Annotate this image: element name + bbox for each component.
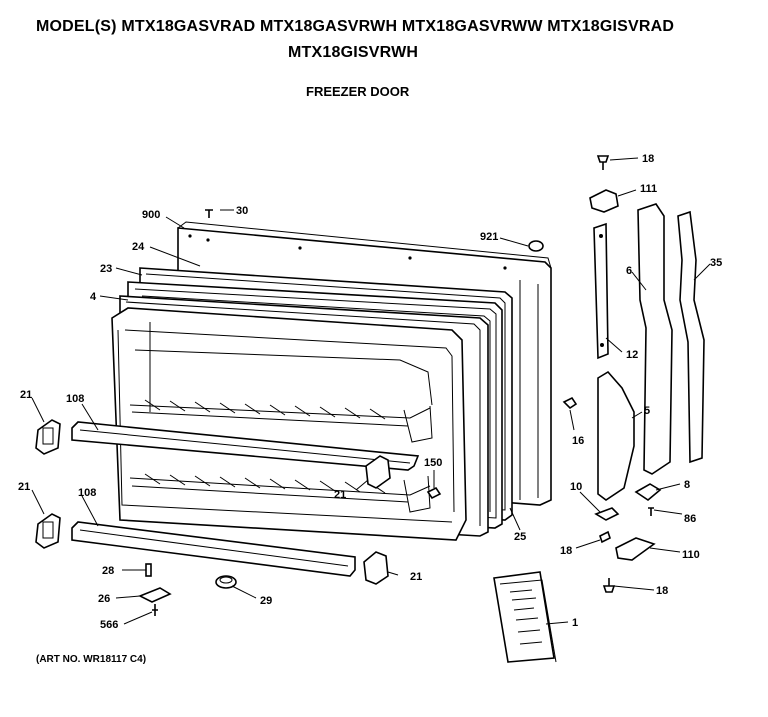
callout-6: 6: [626, 265, 632, 277]
callout-21-mid: 21: [334, 489, 346, 501]
screw-18-top: [596, 155, 610, 170]
callout-labels: 900 30 24 23 4 921 18 111 6 35 12 16 5 2…: [18, 153, 722, 631]
shelf-cap-bottom: [363, 551, 389, 585]
shelf-bar-upper: [71, 421, 420, 471]
callout-23: 23: [100, 263, 112, 275]
cap-29: [215, 575, 237, 589]
door-liner: [111, 307, 467, 541]
shelf-cap-left-top: [35, 419, 61, 455]
callout-28: 28: [102, 565, 114, 577]
hinge-8: [634, 483, 662, 501]
screw-18-bottom: [602, 578, 616, 593]
manual-booklet-1: [493, 571, 557, 663]
callout-8: 8: [684, 479, 690, 491]
callout-21-left-top: 21: [20, 389, 32, 401]
plug-921: [528, 240, 544, 252]
hinge-10: [594, 507, 620, 521]
callout-10: 10: [570, 481, 582, 493]
models-line-2: MTX18GISVRWH: [288, 44, 419, 61]
callout-108-bottom: 108: [78, 487, 96, 499]
screw-566: [152, 604, 158, 616]
callout-26: 26: [98, 593, 110, 605]
callout-86: 86: [684, 513, 696, 525]
callout-29: 29: [260, 595, 272, 607]
door-trim-35: [677, 210, 705, 464]
callout-12: 12: [626, 349, 638, 361]
callout-30: 30: [236, 205, 248, 217]
hinge-bar-12: [593, 222, 609, 360]
callout-4: 4: [90, 291, 97, 303]
callout-18-bottom: 18: [656, 585, 668, 597]
handle-5: [597, 370, 635, 501]
models-line-1: MODEL(S) MTX18GASVRAD MTX18GASVRWH MTX18…: [36, 18, 675, 35]
hinge-110: [615, 537, 656, 561]
screw-86: [648, 507, 654, 516]
callout-21-bottom: 21: [410, 571, 422, 583]
callout-108-top: 108: [66, 393, 84, 405]
shelf-cap-mid: [365, 455, 391, 489]
callout-1: 1: [572, 617, 578, 629]
callout-921: 921: [480, 231, 498, 243]
leader-lines: [31, 157, 711, 625]
callout-5: 5: [644, 405, 650, 417]
callout-110: 110: [682, 549, 700, 561]
callout-21-left-bottom: 21: [18, 481, 30, 493]
callout-900: 900: [142, 209, 160, 221]
callout-25: 25: [514, 531, 526, 543]
hinge-cap-111: [589, 189, 619, 213]
art-number: (ART NO. WR18117 C4): [36, 654, 147, 665]
callout-566: 566: [100, 619, 118, 631]
bracket-150: [426, 486, 442, 500]
shelf-bar-lower: [71, 521, 356, 577]
door-trim-6: [637, 203, 673, 475]
callout-150: 150: [424, 457, 442, 469]
callout-111: 111: [640, 183, 657, 195]
callout-35: 35: [710, 257, 722, 269]
shelf-cap-left-bottom: [35, 513, 61, 549]
callout-24: 24: [132, 241, 145, 253]
bracket-26: [138, 587, 172, 603]
pin-28: [145, 563, 152, 577]
callout-18-top: 18: [642, 153, 654, 165]
screw-16: [562, 396, 578, 410]
section-title: FREEZER DOOR: [306, 84, 410, 99]
callout-16: 16: [572, 435, 584, 447]
screw-18-mid: [599, 530, 611, 544]
callout-18-mid: 18: [560, 545, 572, 557]
screw-30: [205, 209, 213, 218]
